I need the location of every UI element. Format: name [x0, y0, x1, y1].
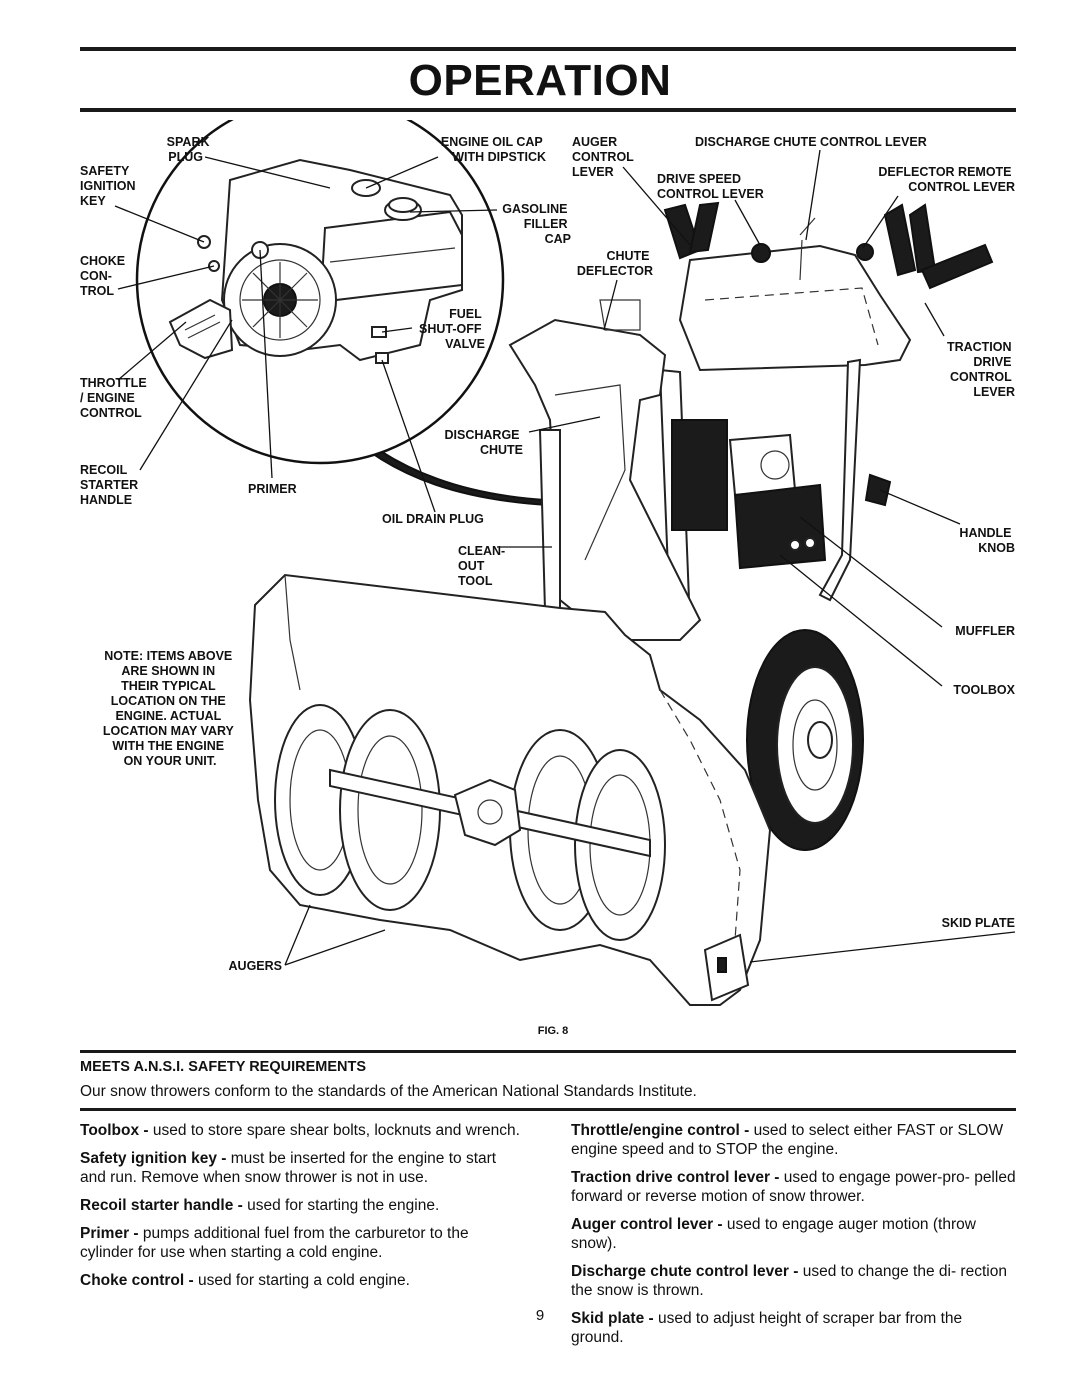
desc-traction-drive-control-lever: Traction drive control lever - used to e…: [571, 1168, 1017, 1206]
desc-safety-ignition-key: Safety ignition key - must be inserted f…: [80, 1149, 526, 1187]
term: Throttle/engine control -: [571, 1122, 754, 1139]
term: Auger control lever -: [571, 1216, 727, 1233]
term: Toolbox -: [80, 1122, 153, 1139]
term: Primer -: [80, 1225, 143, 1242]
label-recoil-starter-handle: RECOIL STARTER HANDLE: [80, 463, 142, 507]
desc-text: used to store spare shear bolts, locknut…: [152, 1122, 520, 1139]
term: Traction drive control lever -: [571, 1169, 784, 1186]
desc-auger-control-lever: Auger control lever - used to engage aug…: [571, 1215, 1017, 1253]
desc-text: used to engage auger motion (throw snow)…: [571, 1216, 976, 1252]
term: Choke control -: [80, 1272, 198, 1289]
page-title: OPERATION: [408, 56, 672, 105]
top-rule: [80, 47, 1016, 51]
term: Discharge chute control lever -: [571, 1263, 803, 1280]
label-oil-drain-plug: OIL DRAIN PLUG: [382, 512, 484, 526]
snow-thrower-diagram: SPARK PLUG SAFETY IGNITION KEY CHOKE CON…: [80, 120, 1016, 1037]
engine-inset: [135, 120, 550, 507]
descriptions-left-column: Toolbox - used to store spare shear bolt…: [80, 1121, 526, 1299]
desc-text: used to change the di- rection the snow …: [571, 1263, 1007, 1299]
leader-lines: [114, 149, 1016, 966]
term: Recoil starter handle -: [80, 1197, 248, 1214]
section-intro: Our snow throwers conform to the standar…: [80, 1083, 697, 1100]
desc-text: used to adjust height of scraper bar fro…: [571, 1310, 963, 1346]
label-choke-control: CHOKE CON- TROL: [80, 254, 129, 298]
section-heading: MEETS A.N.S.I. SAFETY REQUIREMENTS: [80, 1059, 367, 1075]
descriptions-right-column: Throttle/engine control - used to select…: [571, 1121, 1017, 1356]
label-muffler: MUFFLER: [955, 624, 1015, 638]
page-number: 9: [535, 1307, 545, 1324]
label-traction-drive-control-lever: TRACTION DRIVE CONTROL LEVER: [947, 340, 1015, 399]
label-discharge-chute-control-lever: DISCHARGE CHUTE CONTROL LEVER: [695, 135, 927, 149]
label-discharge-chute: DISCHARGE CHUTE: [445, 428, 524, 457]
label-skid-plate: SKID PLATE: [942, 916, 1015, 930]
desc-choke-control: Choke control - used for starting a cold…: [80, 1271, 526, 1290]
label-augers: AUGERS: [229, 959, 282, 973]
label-throttle-engine-control: THROTTLE / ENGINE CONTROL: [80, 376, 150, 420]
label-spark-plug: SPARK PLUG: [167, 135, 213, 164]
desc-text: used for starting the engine.: [247, 1197, 440, 1214]
desc-toolbox: Toolbox - used to store spare shear bolt…: [80, 1121, 526, 1140]
desc-text: must be inserted for the engine to start…: [80, 1150, 497, 1186]
label-handle-knob: HANDLE KNOB: [959, 526, 1015, 555]
label-toolbox: TOOLBOX: [953, 683, 1015, 697]
label-safety-ignition-key: SAFETY IGNITION KEY: [80, 164, 139, 208]
desc-text: used to engage power-pro- pelled forward…: [571, 1169, 1016, 1205]
desc-text: used for starting a cold engine.: [197, 1272, 410, 1289]
label-fuel-shutoff-valve: FUEL SHUT-OFF VALVE: [419, 307, 485, 351]
desc-text: pumps additional fuel from the carbureto…: [80, 1225, 469, 1261]
section-rule: [80, 1050, 1016, 1053]
title-underline: [80, 108, 1016, 112]
intro-rule: [80, 1108, 1016, 1111]
desc-throttle-engine-control: Throttle/engine control - used to select…: [571, 1121, 1017, 1159]
snow-thrower-body: [248, 201, 994, 1006]
figure-note: NOTE: ITEMS ABOVE ARE SHOWN IN THEIR TYP…: [103, 649, 237, 768]
label-chute-deflector: CHUTE DEFLECTOR: [577, 249, 653, 278]
label-engine-oil-cap: ENGINE OIL CAP WITH DIPSTICK: [441, 135, 546, 164]
desc-discharge-chute-control-lever: Discharge chute control lever - used to …: [571, 1262, 1017, 1300]
desc-skid-plate: Skid plate - used to adjust height of sc…: [571, 1309, 1017, 1347]
label-drive-speed-control-lever: DRIVE SPEED CONTROL LEVER: [657, 172, 764, 201]
label-auger-control-lever: AUGER CONTROL LEVER: [572, 135, 637, 179]
term: Safety ignition key -: [80, 1150, 231, 1167]
desc-recoil-starter-handle: Recoil starter handle - used for startin…: [80, 1196, 526, 1215]
label-clean-out-tool: CLEAN- OUT TOOL: [458, 544, 509, 588]
label-deflector-remote-control-lever: DEFLECTOR REMOTE CONTROL LEVER: [878, 165, 1015, 194]
desc-primer: Primer - pumps additional fuel from the …: [80, 1224, 526, 1262]
figure-caption: FIG. 8: [538, 1025, 569, 1037]
desc-text: used to select either FAST or SLOW engin…: [571, 1122, 1004, 1158]
term: Skid plate -: [571, 1310, 658, 1327]
label-gasoline-filler-cap: GASOLINE FILLER CAP: [502, 202, 571, 246]
label-primer: PRIMER: [248, 482, 297, 496]
